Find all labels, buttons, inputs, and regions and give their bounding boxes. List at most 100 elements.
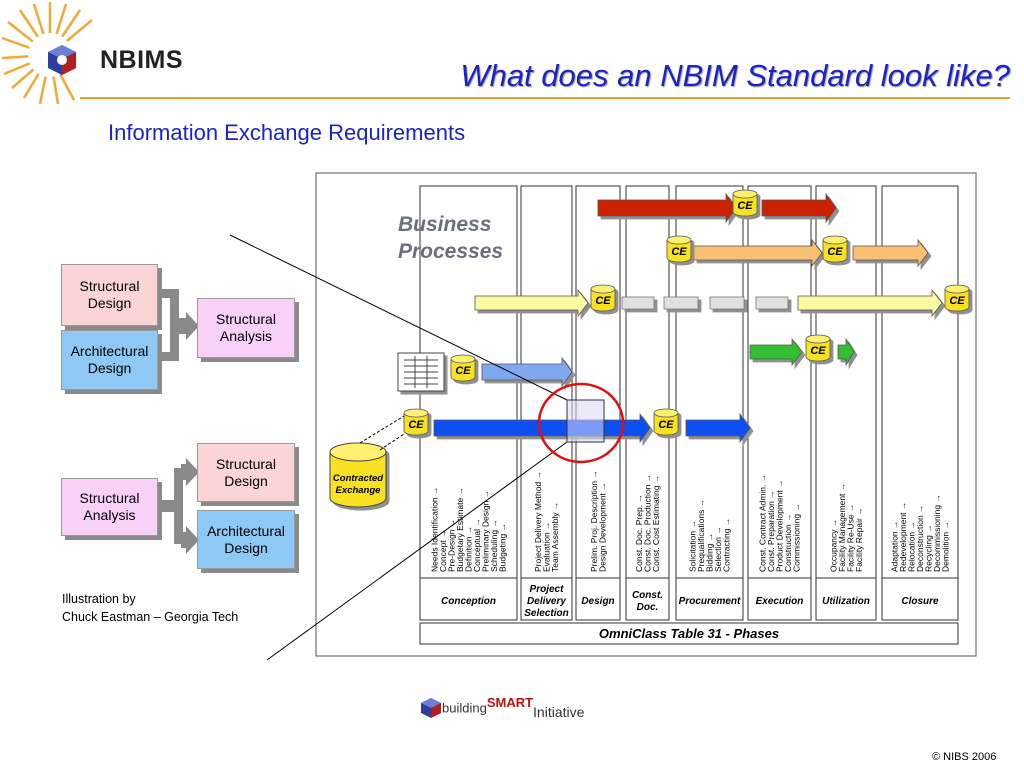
ce-cylinder-5 (805, 334, 831, 362)
phase-item-0-4: Definition → (464, 526, 474, 572)
phase-item-6-0: Occupancy → (828, 519, 838, 572)
structural-design-output-label: Structural Design (216, 455, 276, 489)
ce-cylinder-2 (822, 235, 848, 263)
illustration-credit: Illustration by Chuck Eastman – Georgia … (62, 590, 238, 626)
green-arrow-2 (837, 337, 855, 367)
structural-design-label: Structural Design (79, 278, 140, 311)
phase-item-7-2: Relocation → (907, 521, 917, 572)
phase-label-3-line-1: Doc. (637, 602, 659, 613)
phase-item-7-6: Demolition → (941, 521, 951, 572)
phase-label-0-line-0: Conception (441, 596, 496, 607)
structural-analysis-box: Structural Analysis (197, 298, 295, 358)
phase-label-7-line-0: Closure (901, 596, 939, 607)
zoom-line-upper (229, 234, 568, 401)
ce-cylinder-1 (666, 235, 692, 263)
phase-label-1-line-0: Project (530, 584, 565, 595)
ce-label-1: CE (671, 246, 687, 258)
ce-label-8: CE (658, 419, 674, 431)
ce-cylinder-6 (450, 354, 476, 382)
phase-item-1-1: Evaluation → (542, 521, 552, 572)
red-arrow-1 (597, 192, 737, 224)
highlight-circle (537, 382, 625, 464)
blue-arrow-2 (685, 412, 751, 444)
structural-analysis-label: Structural Analysis (216, 311, 276, 344)
business-processes-line2: Processes (398, 240, 503, 263)
structural-analysis-input-label: Structural Analysis (79, 490, 140, 523)
phase-item-7-4: Recycling → (924, 524, 934, 572)
ce-label-4: CE (949, 295, 965, 307)
orange-arrow-1 (693, 238, 823, 268)
phase-item-0-8: Budgeting → (498, 523, 508, 572)
omniclass-footer-box (419, 622, 959, 645)
phase-label-2-line-0: Design (581, 596, 614, 607)
highlight-box (566, 399, 605, 443)
phase-item-4-1: Prequalifications → (696, 499, 706, 572)
phase-item-2-0: Prelim. Proj. Description → (589, 470, 599, 572)
dashed-connector-1 (359, 415, 405, 444)
phase-label-3-line-0: Const. (632, 590, 663, 601)
ce-cylinder-4 (944, 284, 970, 312)
ce-label-2: CE (827, 246, 843, 258)
ce-cylinder-8 (653, 408, 679, 436)
phase-item-0-7: Scheduling → (489, 519, 499, 572)
buildingsmart-text-building: building (442, 700, 487, 716)
illustration-credit-line1: Illustration by (62, 592, 136, 606)
green-arrow-1 (749, 337, 803, 367)
phase-item-0-3: Budgetary Estimate → (455, 487, 465, 572)
page-subtitle: Information Exchange Requirements (108, 120, 466, 145)
phase-item-5-1: Const. Preparation → (766, 490, 776, 572)
document-icon (397, 352, 445, 392)
left-diagram-connectors (157, 289, 199, 554)
orange-arrow-2 (852, 238, 929, 268)
grey-bar-2 (663, 296, 699, 310)
light-blue-arrow (481, 356, 573, 388)
phase-item-5-3: Construction → (783, 513, 793, 572)
phase-label-4-line-0: Procurement (679, 596, 741, 607)
buildingsmart-text-smart: SMART (486, 694, 534, 710)
yellow-arrow-1 (474, 288, 589, 318)
phase-item-7-3: Deconstruction → (915, 504, 925, 572)
phase-item-6-2: Facility Re-Use → (845, 504, 855, 572)
architectural-design-output-label: Architectural Design (207, 522, 285, 556)
phase-item-4-2: Bidding → (705, 533, 715, 572)
phase-item-4-3: Selection → (713, 526, 723, 572)
zoom-line-lower (266, 441, 568, 661)
contracted-exchange-cylinder (329, 442, 387, 508)
ce-cylinder-0 (732, 189, 758, 217)
phase-item-1-0: Project Delivery Method → (533, 471, 543, 572)
phase-item-5-4: Commissioning → (792, 503, 802, 572)
phase-item-1-2: Team Assembly → (550, 502, 560, 572)
phase-item-7-1: Redevelopment → (898, 502, 908, 572)
red-arrow-2 (761, 192, 837, 224)
structural-analysis-input-box: Structural Analysis (61, 478, 158, 536)
ce-cylinder-3 (590, 284, 616, 312)
phase-item-0-0: Needs Identification → (430, 486, 440, 572)
nbims-logo-text: NBIMS (100, 46, 184, 74)
yellow-arrow-2 (797, 288, 943, 318)
page-title: What does an NBIM Standard look like? (460, 58, 1010, 93)
structural-design-output-box: Structural Design (197, 443, 295, 502)
phase-item-3-1: Const. Doc. Production → (643, 474, 653, 572)
illustration-credit-line2: Chuck Eastman – Georgia Tech (62, 610, 239, 624)
phase-item-3-0: Const. Doc. Prep. → (634, 494, 644, 572)
ce-label-6: CE (455, 365, 471, 377)
structural-design-box: Structural Design (61, 264, 158, 326)
phase-item-7-5: Decommissioning → (932, 494, 942, 572)
architectural-design-label: Architectural Design (70, 343, 149, 376)
architectural-design-box: Architectural Design (61, 330, 158, 390)
architectural-design-output-box: Architectural Design (197, 510, 295, 569)
ce-label-5: CE (810, 345, 826, 357)
phase-item-6-3: Facility Repair → (854, 507, 864, 572)
phase-item-4-0: Solicitation → (688, 520, 698, 572)
buildingsmart-logo: buildingSMARTInitiative (420, 694, 584, 720)
ce-label-7: CE (408, 419, 424, 431)
grey-bar-4 (755, 296, 789, 310)
phase-item-6-1: Facility Management → (837, 483, 847, 572)
contracted-exchange-label-line1: Contracted (333, 473, 383, 484)
phase-item-0-6: Preliminary Design → (481, 490, 491, 572)
ce-label-3: CE (595, 295, 611, 307)
ce-label-0: CE (737, 200, 753, 212)
contracted-exchange-label-line2: Exchange (336, 485, 382, 496)
grey-bar-3 (709, 296, 745, 310)
phase-item-0-2: Pre-Design → (447, 519, 457, 572)
